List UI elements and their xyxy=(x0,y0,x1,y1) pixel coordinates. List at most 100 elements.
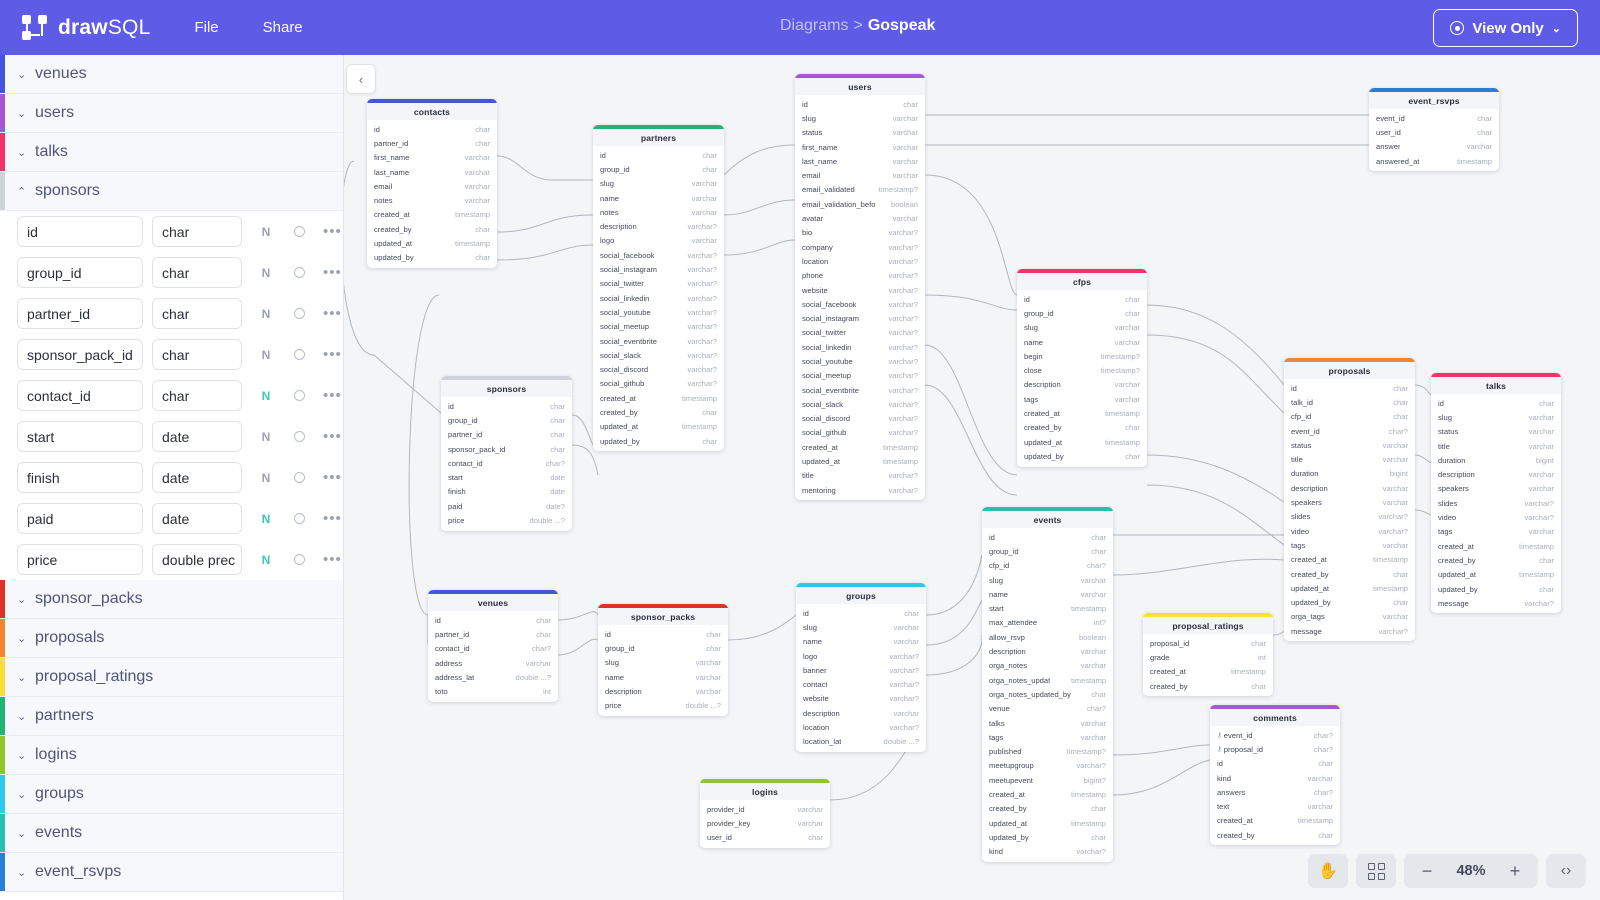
grid-view-button[interactable] xyxy=(1356,854,1396,888)
menu-share[interactable]: Share xyxy=(262,19,303,36)
sidebar-table-proposal_ratings[interactable]: ⌄proposal_ratings xyxy=(0,658,343,697)
column-nullable-toggle[interactable]: N xyxy=(261,306,271,321)
menu-file[interactable]: File xyxy=(194,19,219,36)
chevron-down-icon[interactable]: ⌄ xyxy=(17,593,27,606)
sidebar-table-partners[interactable]: ⌄partners xyxy=(0,697,343,736)
chevron-down-icon[interactable]: ⌄ xyxy=(17,749,27,762)
chevron-down-icon[interactable]: ⌄ xyxy=(17,788,27,801)
sidebar-table-venues[interactable]: ⌄venues xyxy=(0,55,343,94)
sidebar-table-groups[interactable]: ⌄groups xyxy=(0,775,343,814)
column-more-options[interactable]: ••• xyxy=(323,223,342,240)
column-type-input[interactable]: double prec xyxy=(152,544,242,575)
sidebar-table-talks[interactable]: ⌄talks xyxy=(0,133,343,172)
zoom-controls[interactable]: − 48% + xyxy=(1404,854,1538,888)
breadcrumb-diagrams[interactable]: Diagrams xyxy=(780,17,849,34)
column-nullable-toggle[interactable]: N xyxy=(261,388,271,403)
column-more-options[interactable]: ••• xyxy=(323,551,342,568)
chevron-down-icon[interactable]: ⌄ xyxy=(17,146,27,159)
column-key-radio[interactable] xyxy=(294,267,305,278)
column-type-input[interactable]: char xyxy=(152,380,242,411)
column-key-radio[interactable] xyxy=(294,349,305,360)
column-type-input[interactable]: char xyxy=(152,257,242,288)
sidebar-table-event_rsvps[interactable]: ⌄event_rsvps xyxy=(0,853,343,892)
column-nullable-toggle[interactable]: N xyxy=(261,470,271,485)
chevron-down-icon[interactable]: ⌄ xyxy=(17,671,27,684)
zoom-in-button[interactable]: + xyxy=(1509,860,1521,881)
sidebar-collapse-button[interactable]: ‹ xyxy=(346,64,376,94)
column-type-input[interactable]: char xyxy=(152,298,242,329)
column-name-input[interactable]: contact_id xyxy=(17,380,143,411)
sidebar-table-logins[interactable]: ⌄logins xyxy=(0,736,343,775)
